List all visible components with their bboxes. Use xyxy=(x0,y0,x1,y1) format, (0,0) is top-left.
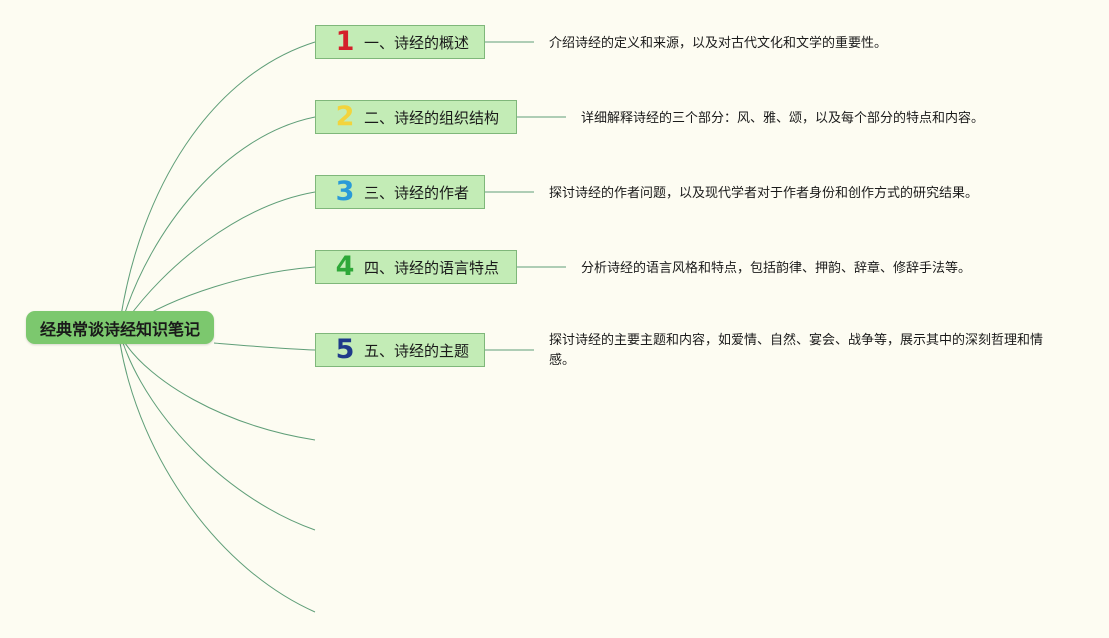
topic-node-3[interactable]: 3 三、诗经的作者 xyxy=(315,175,485,209)
number-badge-5: 5 xyxy=(335,334,355,365)
branch-line-5 xyxy=(213,342,316,351)
topic-label-5: 五、诗经的主题 xyxy=(364,341,470,360)
branch-line-empty-1 xyxy=(124,342,316,441)
topic-label-4: 四、诗经的语言特点 xyxy=(364,258,500,277)
topic-node-5[interactable]: 5 五、诗经的主题 xyxy=(315,333,485,367)
branch-line-3 xyxy=(123,191,316,325)
topic-label-3: 三、诗经的作者 xyxy=(364,183,470,202)
branch-line-empty-2 xyxy=(122,342,316,531)
number-badge-2: 2 xyxy=(335,101,355,132)
topic-description-1[interactable]: 介绍诗经的定义和来源，以及对古代文化和文学的重要性。 xyxy=(549,36,888,51)
topic-description-5[interactable]: 探讨诗经的主要主题和内容，如爱情、自然、宴会、战争等，展示其中的深刻哲理和情感。 xyxy=(549,333,1044,368)
root-node-label: 经典常谈诗经知识笔记 xyxy=(39,319,200,339)
number-badge-4: 4 xyxy=(335,251,355,282)
number-badge-1: 1 xyxy=(335,26,355,57)
topic-node-4[interactable]: 4 四、诗经的语言特点 xyxy=(315,250,517,284)
topic-label-2: 二、诗经的组织结构 xyxy=(364,108,500,127)
branch-line-empty-3 xyxy=(119,342,316,613)
branch-line-1 xyxy=(119,41,316,323)
topic-description-3[interactable]: 探讨诗经的作者问题，以及现代学者对于作者身份和创作方式的研究结果。 xyxy=(549,186,979,201)
topic-node-2[interactable]: 2 二、诗经的组织结构 xyxy=(315,100,517,134)
number-badge-3: 3 xyxy=(335,176,355,207)
topic-node-1[interactable]: 1 一、诗经的概述 xyxy=(315,25,485,59)
topic-label-1: 一、诗经的概述 xyxy=(364,33,470,52)
branch-line-2 xyxy=(121,116,316,323)
root-node[interactable]: 经典常谈诗经知识笔记 xyxy=(26,311,214,344)
topic-description-4[interactable]: 分析诗经的语言风格和特点，包括韵律、押韵、辞章、修辞手法等。 xyxy=(581,261,972,276)
topic-description-2[interactable]: 详细解释诗经的三个部分：风、雅、颂，以及每个部分的特点和内容。 xyxy=(581,111,985,126)
